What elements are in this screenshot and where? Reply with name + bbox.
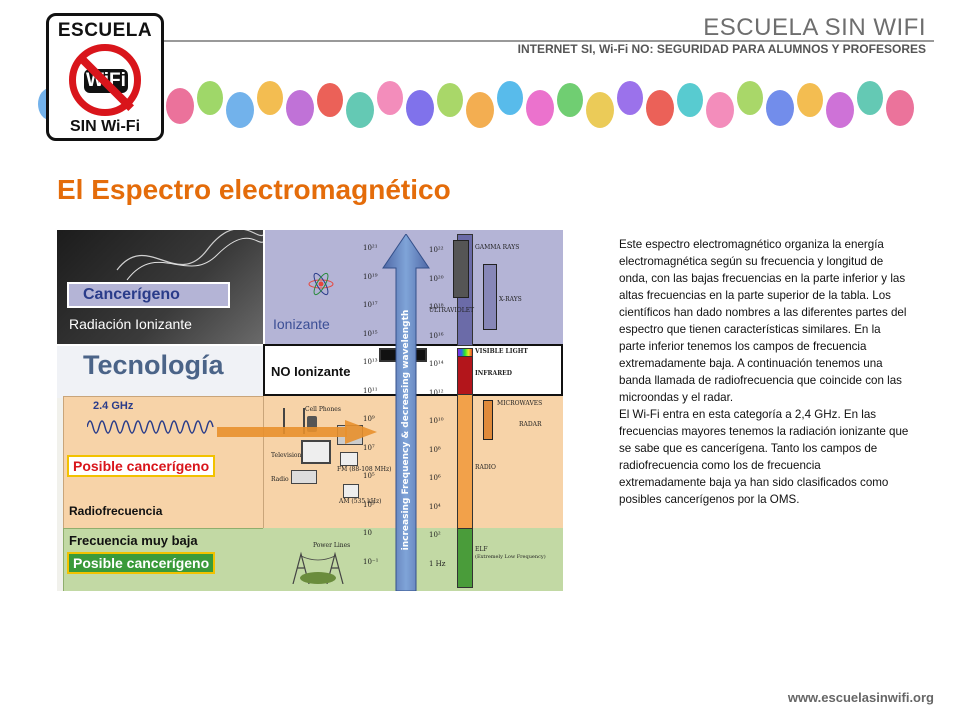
- tick-right-2: 10¹⁸: [429, 303, 444, 311]
- wifi-wave-icon: [87, 420, 214, 434]
- gamma-rays-label: GAMMA RAYS: [475, 244, 520, 251]
- ultraviolet-label: ULTRAVIOLET: [429, 307, 475, 314]
- wifi-pointer-arrow: [217, 420, 377, 444]
- logo-bottom-text: SIN Wi-Fi: [69, 118, 141, 135]
- tick-right-6: 10¹⁰: [429, 417, 444, 425]
- logo-top-text: ESCUELA: [57, 20, 153, 41]
- tick-right-7: 10⁸: [429, 445, 441, 454]
- radiofrecuencia-label: Radiofrecuencia: [69, 504, 163, 518]
- gamma-rays-bar: [453, 240, 469, 298]
- site-title: ESCUELA SIN WIFI: [703, 14, 926, 41]
- wavy-lines-decoration: [116, 230, 263, 281]
- radio-band-label: RADIO: [475, 464, 496, 471]
- spectrum-bar-elf: [457, 528, 473, 588]
- no-wifi-icon: WiFi: [69, 44, 141, 116]
- phone-icon: [307, 416, 317, 432]
- description-paragraph-2: El Wi-Fi entra en esta categoría a 2,4 G…: [619, 408, 909, 506]
- radio-label: Radio: [271, 476, 289, 483]
- tick-left-4: 10¹³: [363, 358, 378, 366]
- tick-left-6: 10⁹: [363, 415, 375, 423]
- radio-icon: [291, 470, 317, 484]
- fm-label: FM (88-108 MHz): [337, 466, 392, 473]
- logo: ESCUELA WiFi SIN Wi-Fi: [46, 13, 164, 141]
- tick-left-10: 10: [363, 529, 372, 537]
- tick-left-0: 10²¹: [363, 244, 378, 252]
- atom-icon: [308, 272, 334, 296]
- x-rays-bar: [483, 264, 497, 330]
- tick-right-10: 10²: [429, 531, 441, 539]
- tick-right-4: 10¹⁴: [429, 360, 444, 368]
- fm-radio-icon: [340, 452, 358, 466]
- tick-left-3: 10¹⁵: [363, 329, 378, 338]
- tick-left-8: 10⁵: [363, 472, 375, 480]
- ghz-label: 2.4 GHz: [93, 400, 134, 412]
- spectrum-bar-infrared: [457, 356, 473, 396]
- elf-label: ELF: [475, 546, 488, 553]
- tecnologia-region: [57, 344, 263, 398]
- site-subtitle: INTERNET SI, Wi-Fi NO: SEGURIDAD PARA AL…: [517, 42, 926, 56]
- description-text: Este espectro electromagnético organiza …: [619, 236, 909, 508]
- colorful-hands-banner: [38, 81, 914, 128]
- frequency-arrow-label: increasing Frequency & decreasing wavele…: [401, 309, 411, 551]
- cell-phones-label: Cell Phones: [305, 406, 341, 413]
- visible-light-label: VISIBLE LIGHT: [475, 348, 528, 355]
- radiacion-ionizante-label: Radiación Ionizante: [69, 316, 192, 332]
- tick-right-9: 10⁴: [429, 502, 441, 511]
- power-lines-icon: [292, 551, 344, 584]
- description-paragraph-1: Este espectro electromagnético organiza …: [619, 238, 907, 404]
- posible-cancerigeno-rf-label: Posible cancerígeno: [67, 455, 216, 477]
- television-icon: [301, 440, 331, 464]
- spectrum-diagram: Cancerígeno Radiación Ionizante Tecnolog…: [57, 230, 563, 591]
- tick-left-9: 10³: [363, 500, 375, 509]
- tick-right-3: 10¹⁶: [429, 331, 444, 340]
- power-lines-label: Power Lines: [313, 542, 351, 549]
- tick-left-2: 10¹⁷: [363, 301, 378, 309]
- infrared-label: INFRARED: [475, 370, 512, 377]
- tick-right-1: 10²⁰: [429, 274, 444, 283]
- cell-tower-icon: [283, 408, 305, 434]
- radar-label: RADAR: [519, 421, 542, 428]
- spectrum-bar-radio: [457, 394, 473, 530]
- tick-left-1: 10¹⁹: [363, 272, 378, 281]
- site-header: ESCUELA SIN WIFI INTERNET SI, Wi-Fi NO: …: [30, 8, 934, 143]
- tick-left-7: 10⁷: [363, 443, 375, 452]
- elf-sublabel: (Extremely Low Frequency): [475, 554, 546, 560]
- tick-left-11: 10⁻¹: [363, 557, 379, 566]
- header-divider: [164, 40, 934, 42]
- microwaves-label: MICROWAVES: [497, 400, 543, 407]
- tick-right-8: 10⁶: [429, 474, 441, 482]
- tick-left-5: 10¹¹: [363, 386, 378, 395]
- footer-url: www.escuelasinwifi.org: [787, 690, 934, 705]
- television-label: Television: [271, 452, 302, 459]
- microwaves-bar: [483, 400, 493, 440]
- tick-right-5: 10¹²: [429, 388, 444, 397]
- tick-right-11: 1 Hz: [429, 559, 446, 568]
- am-radio-icon: [343, 484, 359, 498]
- no-ionizante-label: NO Ionizante: [271, 364, 351, 379]
- cancerigeno-label: Cancerígeno: [67, 282, 230, 308]
- frecuencia-muy-baja-label: Frecuencia muy baja: [69, 533, 198, 548]
- posible-cancerigeno-elf-label: Posible cancerígeno: [67, 552, 216, 574]
- ionizante-label: Ionizante: [273, 316, 330, 332]
- frequency-arrow: [382, 234, 430, 591]
- am-label: AM (535 kHz): [339, 498, 382, 505]
- page-title: El Espectro electromagnético: [57, 174, 451, 205]
- tecnologia-label: Tecnología: [83, 350, 224, 380]
- x-rays-label: X-RAYS: [499, 296, 522, 303]
- tick-right-0: 10²²: [429, 246, 444, 254]
